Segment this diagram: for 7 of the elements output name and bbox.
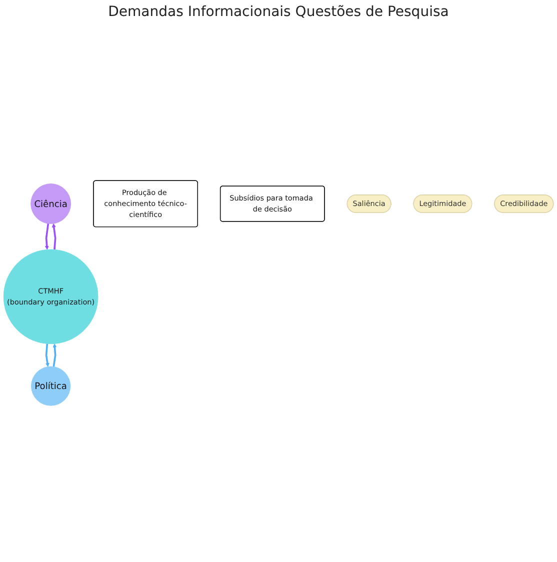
arrow xyxy=(52,343,57,367)
note-text: Demandas Informacionais Questões de Pesquisa xyxy=(108,4,449,20)
arrow xyxy=(52,223,56,250)
arrow xyxy=(44,223,50,250)
node-circle: Ciência xyxy=(30,183,72,224)
arrow xyxy=(45,344,50,367)
node-circle: Política xyxy=(31,366,71,406)
